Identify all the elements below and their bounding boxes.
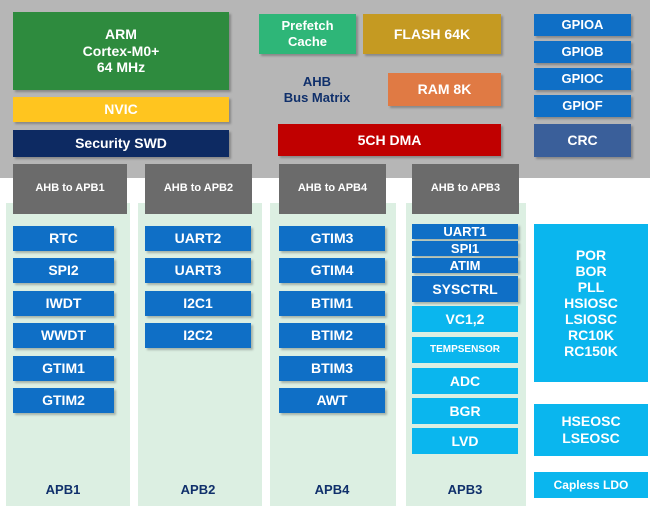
osc-lseosc: LSEOSC (562, 430, 620, 446)
ahb-line2: Bus Matrix (283, 90, 351, 105)
bridge-apb3: AHB to APB3 (412, 164, 519, 214)
apb3-bgr: BGR (412, 398, 518, 424)
gpioa-block: GPIOA (534, 14, 631, 36)
apb2-i2c1: I2C1 (145, 291, 251, 316)
gpiob-block: GPIOB (534, 41, 631, 63)
flash-block: FLASH 64K (363, 14, 501, 54)
power-rc10k: RC10K (568, 327, 614, 344)
apb4-btim2: BTIM2 (279, 323, 385, 348)
apb1-iwdt: IWDT (13, 291, 114, 316)
apb2-uart2: UART2 (145, 226, 251, 251)
prefetch-line1: Prefetch (281, 18, 334, 34)
apb1-wwdt: WWDT (13, 323, 114, 348)
apb3-label: APB3 (447, 482, 483, 498)
bridge-apb4: AHB to APB4 (279, 164, 386, 214)
apb4-gtim4: GTIM4 (279, 258, 385, 283)
nvic-block: NVIC (13, 97, 229, 122)
power-por: POR (575, 246, 607, 263)
power-lsiosc: LSIOSC (564, 311, 618, 328)
bridge-apb1: AHB to APB1 (13, 164, 127, 214)
prefetch-cache-block: Prefetch Cache (259, 14, 356, 54)
swd-block: Security SWD (13, 130, 229, 157)
dma-block: 5CH DMA (278, 124, 501, 156)
cpu-block: ARM Cortex-M0+ 64 MHz (13, 12, 229, 90)
cpu-line2: Cortex-M0+ (82, 42, 160, 59)
apb2-column (138, 203, 262, 506)
apb4-column (270, 203, 396, 506)
crc-block: CRC (534, 124, 631, 157)
apb2-label: APB2 (180, 482, 216, 498)
apb3-adc: ADC (412, 368, 518, 394)
apb4-label: APB4 (314, 482, 350, 498)
apb4-btim1: BTIM1 (279, 291, 385, 316)
apb3-sysctrl: SYSCTRL (412, 276, 518, 302)
ahb-bus-matrix-label: AHB Bus Matrix (262, 70, 372, 110)
power-clock-group: POR BOR PLL HSIOSC LSIOSC RC10K RC150K (534, 224, 648, 382)
apb1-label: APB1 (45, 482, 81, 498)
apb3-atim: ATIM (412, 258, 518, 273)
bridge-apb2: AHB to APB2 (145, 164, 252, 214)
apb2-i2c2: I2C2 (145, 323, 251, 348)
apb4-btim3: BTIM3 (279, 356, 385, 381)
ahb-line1: AHB (302, 74, 332, 90)
apb3-spi1: SPI1 (412, 241, 518, 256)
power-rc150k: RC150K (564, 343, 618, 360)
apb3-vc12: VC1,2 (412, 306, 518, 332)
apb3-uart1: UART1 (412, 224, 518, 239)
capless-ldo-block: Capless LDO (534, 472, 648, 498)
gpioc-block: GPIOC (534, 68, 631, 90)
apb1-rtc: RTC (13, 226, 114, 251)
gpiof-block: GPIOF (534, 95, 631, 117)
apb3-lvd: LVD (412, 428, 518, 454)
external-osc-group: HSEOSC LSEOSC (534, 404, 648, 456)
cpu-line1: ARM (105, 25, 137, 42)
cpu-line3: 64 MHz (96, 59, 146, 76)
apb1-spi2: SPI2 (13, 258, 114, 283)
osc-hseosc: HSEOSC (561, 413, 621, 430)
power-bor: BOR (575, 262, 607, 279)
apb1-column (6, 203, 130, 506)
prefetch-line2: Cache (287, 34, 328, 49)
power-hsiosc: HSIOSC (564, 294, 618, 311)
apb1-gtim2: GTIM2 (13, 388, 114, 413)
ram-block: RAM 8K (388, 73, 501, 106)
apb4-awt: AWT (279, 388, 385, 413)
apb1-gtim1: GTIM1 (13, 356, 114, 381)
apb2-uart3: UART3 (145, 258, 251, 283)
apb4-gtim3: GTIM3 (279, 226, 385, 251)
apb3-tempsensor: TEMPSENSOR (412, 337, 518, 363)
power-pll: PLL (577, 278, 605, 295)
